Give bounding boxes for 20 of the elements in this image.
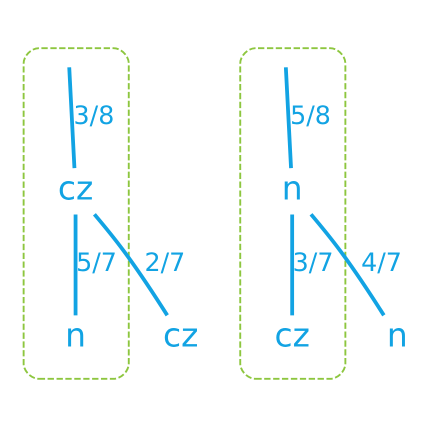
edge-label: 4/7 [361, 246, 402, 277]
edge-label: 5/7 [76, 246, 117, 277]
edge-label: 3/8 [74, 100, 114, 130]
edge-label: 3/7 [292, 246, 334, 277]
edge-label: 5/8 [290, 100, 331, 130]
connector [74, 214, 78, 315]
node-text: cz [274, 314, 310, 354]
connector [67, 66, 76, 168]
connector [284, 66, 293, 168]
connector [310, 212, 386, 316]
node-text: n [386, 314, 408, 354]
node-text: cz [163, 314, 198, 354]
edge-label: 2/7 [144, 246, 186, 277]
cluster [22, 46, 130, 380]
node-text: n [65, 314, 86, 354]
connector [92, 212, 169, 316]
node-text: n [282, 168, 303, 207]
node-text: cz [58, 168, 94, 207]
connector [290, 214, 294, 315]
cluster [239, 46, 346, 380]
